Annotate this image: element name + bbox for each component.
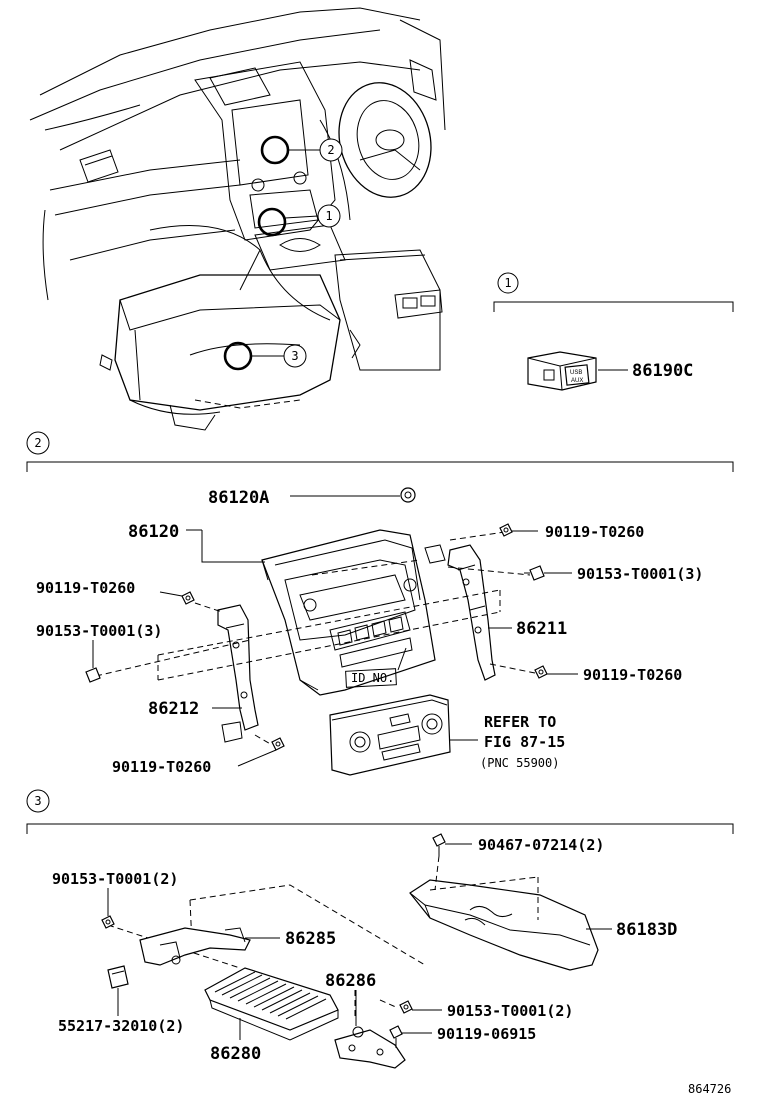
- part-label-86285: 86285: [285, 929, 336, 949]
- section-marker-2: [26, 431, 50, 455]
- center-cluster-bezel-86120: [261, 529, 436, 696]
- section-marker-3: [26, 789, 50, 813]
- bracket-86285: [139, 927, 251, 966]
- label-90153-t0001-left: 90153-T0001(3): [36, 622, 162, 640]
- cap-86120a: [400, 487, 416, 503]
- location-ring-1: [257, 207, 287, 237]
- label-refer-fig: FIG 87-15: [484, 733, 565, 751]
- label-90467-07214: 90467-07214(2): [478, 836, 604, 854]
- label-90153-t0001-sec3-right: 90153-T0001(2): [447, 1002, 573, 1020]
- callout-label-2: 2: [327, 143, 334, 157]
- cover-86183d: [409, 879, 599, 971]
- screw-left-90153: [101, 915, 115, 929]
- section-marker-3-label: 3: [34, 794, 41, 808]
- climate-control-panel: [329, 694, 451, 776]
- bracket-86211: [424, 544, 496, 681]
- callout-circle-3: [283, 344, 307, 368]
- label-90119-06915: 90119-06915: [437, 1025, 536, 1043]
- part-label-86280: 86280: [210, 1044, 261, 1064]
- part-label-86120a: 86120A: [208, 488, 269, 508]
- section-3: 3 86183D 90467-07214(2): [26, 789, 734, 1069]
- location-ring-3: [223, 341, 253, 371]
- label-90119-t0260-left: 90119-T0260: [36, 579, 135, 597]
- part-label-86183d: 86183D: [616, 920, 677, 940]
- bolt-right-lower: [534, 665, 548, 679]
- section-marker-1: [497, 272, 519, 294]
- label-refer-pnc: (PNC 55900): [480, 756, 559, 770]
- usb-aux-switch-86190c: USB AUX: [527, 351, 597, 391]
- section-2: 2 86120A 86120: [26, 431, 734, 776]
- id-number-tag: ID NO.: [345, 647, 407, 688]
- amplifier-86280: [204, 967, 339, 1041]
- callout-circle-1: [317, 204, 341, 228]
- label-90119-t0260-bottom: 90119-T0260: [112, 758, 211, 776]
- label-90153-t0001-right: 90153-T0001(3): [577, 565, 703, 583]
- location-ring-2: [260, 135, 290, 165]
- switch-aux-text: AUX: [571, 378, 583, 384]
- screw-left: [85, 667, 101, 683]
- label-90153-t0001-sec3-left: 90153-T0001(2): [52, 870, 178, 888]
- bolt-90467: [432, 833, 446, 856]
- bracket-86286: [334, 1026, 406, 1069]
- screw-right-90153: [399, 1000, 413, 1014]
- label-id-no: ID NO.: [351, 671, 394, 685]
- label-55217-32010: 55217-32010(2): [58, 1017, 184, 1035]
- label-90119-t0260-top-right: 90119-T0260: [545, 523, 644, 541]
- label-90119-t0260-right-lower: 90119-T0260: [583, 666, 682, 684]
- label-refer-to: REFER TO: [484, 713, 556, 731]
- section-marker-2-label: 2: [34, 436, 41, 450]
- bracket-86212: [217, 604, 259, 743]
- bolt-90119-06915: [389, 1025, 403, 1048]
- callout-label-1: 1: [325, 209, 332, 223]
- switch-usb-text: USB: [570, 370, 582, 376]
- figure-number: 864726: [688, 1082, 731, 1096]
- callout-label-3: 3: [291, 349, 298, 363]
- section-marker-1-label: 1: [504, 276, 511, 290]
- overview-callouts: 2 1 3: [223, 135, 343, 371]
- screw-right: [524, 565, 545, 581]
- bolt-bottom: [271, 737, 285, 751]
- part-label-86120: 86120: [128, 522, 179, 542]
- interior-overview-illustration: [29, 7, 446, 431]
- bolt-left: [181, 591, 195, 605]
- part-label-86211: 86211: [516, 619, 567, 639]
- clip-55217: [107, 965, 129, 989]
- bolt-top-right: [499, 523, 513, 537]
- callout-circle-2: [319, 138, 343, 162]
- part-label-86190c: 86190C: [632, 361, 693, 381]
- part-label-86286: 86286: [325, 971, 376, 991]
- part-label-86212: 86212: [148, 699, 199, 719]
- section-1: 1 USB AUX 86190C: [493, 272, 734, 391]
